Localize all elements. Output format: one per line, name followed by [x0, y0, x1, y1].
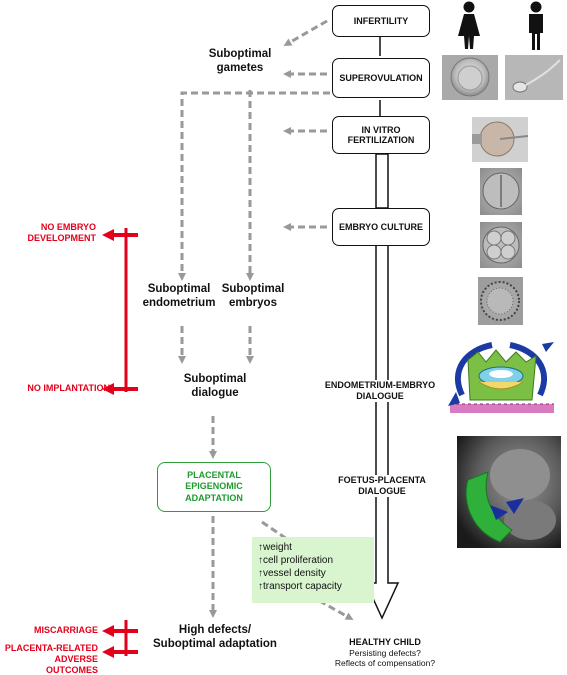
female-person-icon — [458, 1, 480, 49]
suboptimal-embryos-line2: embryos — [229, 296, 277, 309]
oocyte-image — [442, 55, 498, 100]
endo-dialogue-line2: DIALOGUE — [356, 390, 404, 401]
endo-dialogue-line1: ENDOMETRIUM-EMBRYO — [324, 380, 436, 390]
foetus-placenta-dialogue-label: FOETUS-PLACENTA DIALOGUE — [322, 475, 442, 497]
implantation-schematic — [448, 342, 554, 413]
placenta-related-line1: PLACENTA-RELATED — [4, 643, 98, 653]
effect-cell-proliferation: ↑cell proliferation — [258, 555, 334, 566]
persisting-defects-question: Persisting defects? — [349, 647, 421, 658]
blastocyst-image — [478, 277, 523, 325]
main-progress-arrow — [364, 36, 400, 620]
placental-line1: PLACENTAL — [187, 470, 241, 481]
suboptimal-endometrium-line2: endometrium — [142, 296, 216, 309]
embryo-culture-box: EMBRYO CULTURE — [332, 208, 430, 246]
superovulation-label: SUPEROVULATION — [339, 72, 423, 83]
suboptimal-gametes-line2: gametes — [216, 61, 264, 74]
compensation-question: Reflects of compensation? — [334, 657, 436, 668]
suboptimal-gametes-label: Suboptimal gametes — [200, 48, 280, 76]
infertility-label: INFERTILITY — [353, 15, 409, 26]
ivf-label-line2: FERTILIZATION — [347, 135, 415, 145]
placenta-related-outcomes-label: PLACENTA-RELATED ADVERSE OUTCOMES — [2, 643, 98, 675]
no-embryo-line1: NO EMBRYO — [40, 222, 96, 232]
effect-weight: ↑weight — [258, 542, 292, 553]
foetus-ultrasound-image — [457, 436, 561, 548]
placental-effects-panel: ↑weight ↑cell proliferation ↑vessel dens… — [252, 537, 374, 603]
foetus-dialogue-line1: FOETUS-PLACENTA — [338, 475, 426, 485]
outcome-label: HEALTHY CHILD Persisting defects? Reflec… — [320, 637, 450, 668]
healthy-child-title: HEALTHY CHILD — [349, 637, 421, 647]
placental-line3: ADAPTATION — [185, 492, 243, 503]
ivf-label-line1: IN VITRO — [361, 124, 401, 135]
endometrium-embryo-dialogue-label: ENDOMETRIUM-EMBRYO DIALOGUE — [310, 380, 450, 402]
embryo-culture-label: EMBRYO CULTURE — [339, 221, 423, 232]
suboptimal-arrows — [178, 19, 354, 620]
no-embryo-line2: DEVELOPMENT — [27, 232, 96, 243]
effect-transport-capacity: ↑transport capacity — [258, 581, 342, 592]
two-cell-embryo-image — [480, 168, 522, 215]
miscarriage-label: MISCARRIAGE — [33, 625, 98, 635]
suboptimal-dialogue-line2: dialogue — [191, 386, 239, 399]
placental-line2: EPIGENOMIC — [185, 481, 243, 492]
adverse-bracket-lower — [102, 620, 138, 658]
suboptimal-dialogue-label: Suboptimal dialogue — [170, 373, 260, 401]
suboptimal-dialogue-line1: Suboptimal — [183, 373, 247, 385]
foetus-dialogue-line2: DIALOGUE — [358, 485, 406, 496]
suboptimal-endometrium-line1: Suboptimal — [147, 283, 211, 295]
high-defects-line2: Suboptimal adaptation — [153, 637, 277, 650]
suboptimal-gametes-line1: Suboptimal — [208, 48, 272, 60]
no-implantation-label: NO IMPLANTATION — [27, 383, 110, 393]
ivf-box: IN VITRO FERTILIZATION — [332, 116, 430, 154]
sperm-image — [505, 55, 563, 100]
no-embryo-development-label: NO EMBRYO DEVELOPMENT — [2, 222, 96, 244]
placental-adaptation-box: PLACENTAL EPIGENOMIC ADAPTATION — [157, 462, 271, 512]
male-person-icon — [529, 1, 543, 50]
high-defects-label: High defects/ Suboptimal adaptation — [140, 624, 290, 652]
suboptimal-embryos-line1: Suboptimal — [221, 283, 285, 295]
suboptimal-endometrium-label: Suboptimal endometrium — [134, 283, 224, 311]
four-cell-embryo-image — [480, 222, 522, 268]
suboptimal-embryos-label: Suboptimal embryos — [213, 283, 293, 311]
high-defects-line1: High defects/ — [178, 624, 252, 636]
placenta-related-line2: ADVERSE OUTCOMES — [45, 653, 98, 675]
infertility-box: INFERTILITY — [332, 5, 430, 37]
superovulation-box: SUPEROVULATION — [332, 58, 430, 98]
ivf-injection-image — [472, 117, 529, 162]
effect-vessel-density: ↑vessel density — [258, 568, 326, 579]
adverse-bracket-upper — [102, 228, 138, 395]
